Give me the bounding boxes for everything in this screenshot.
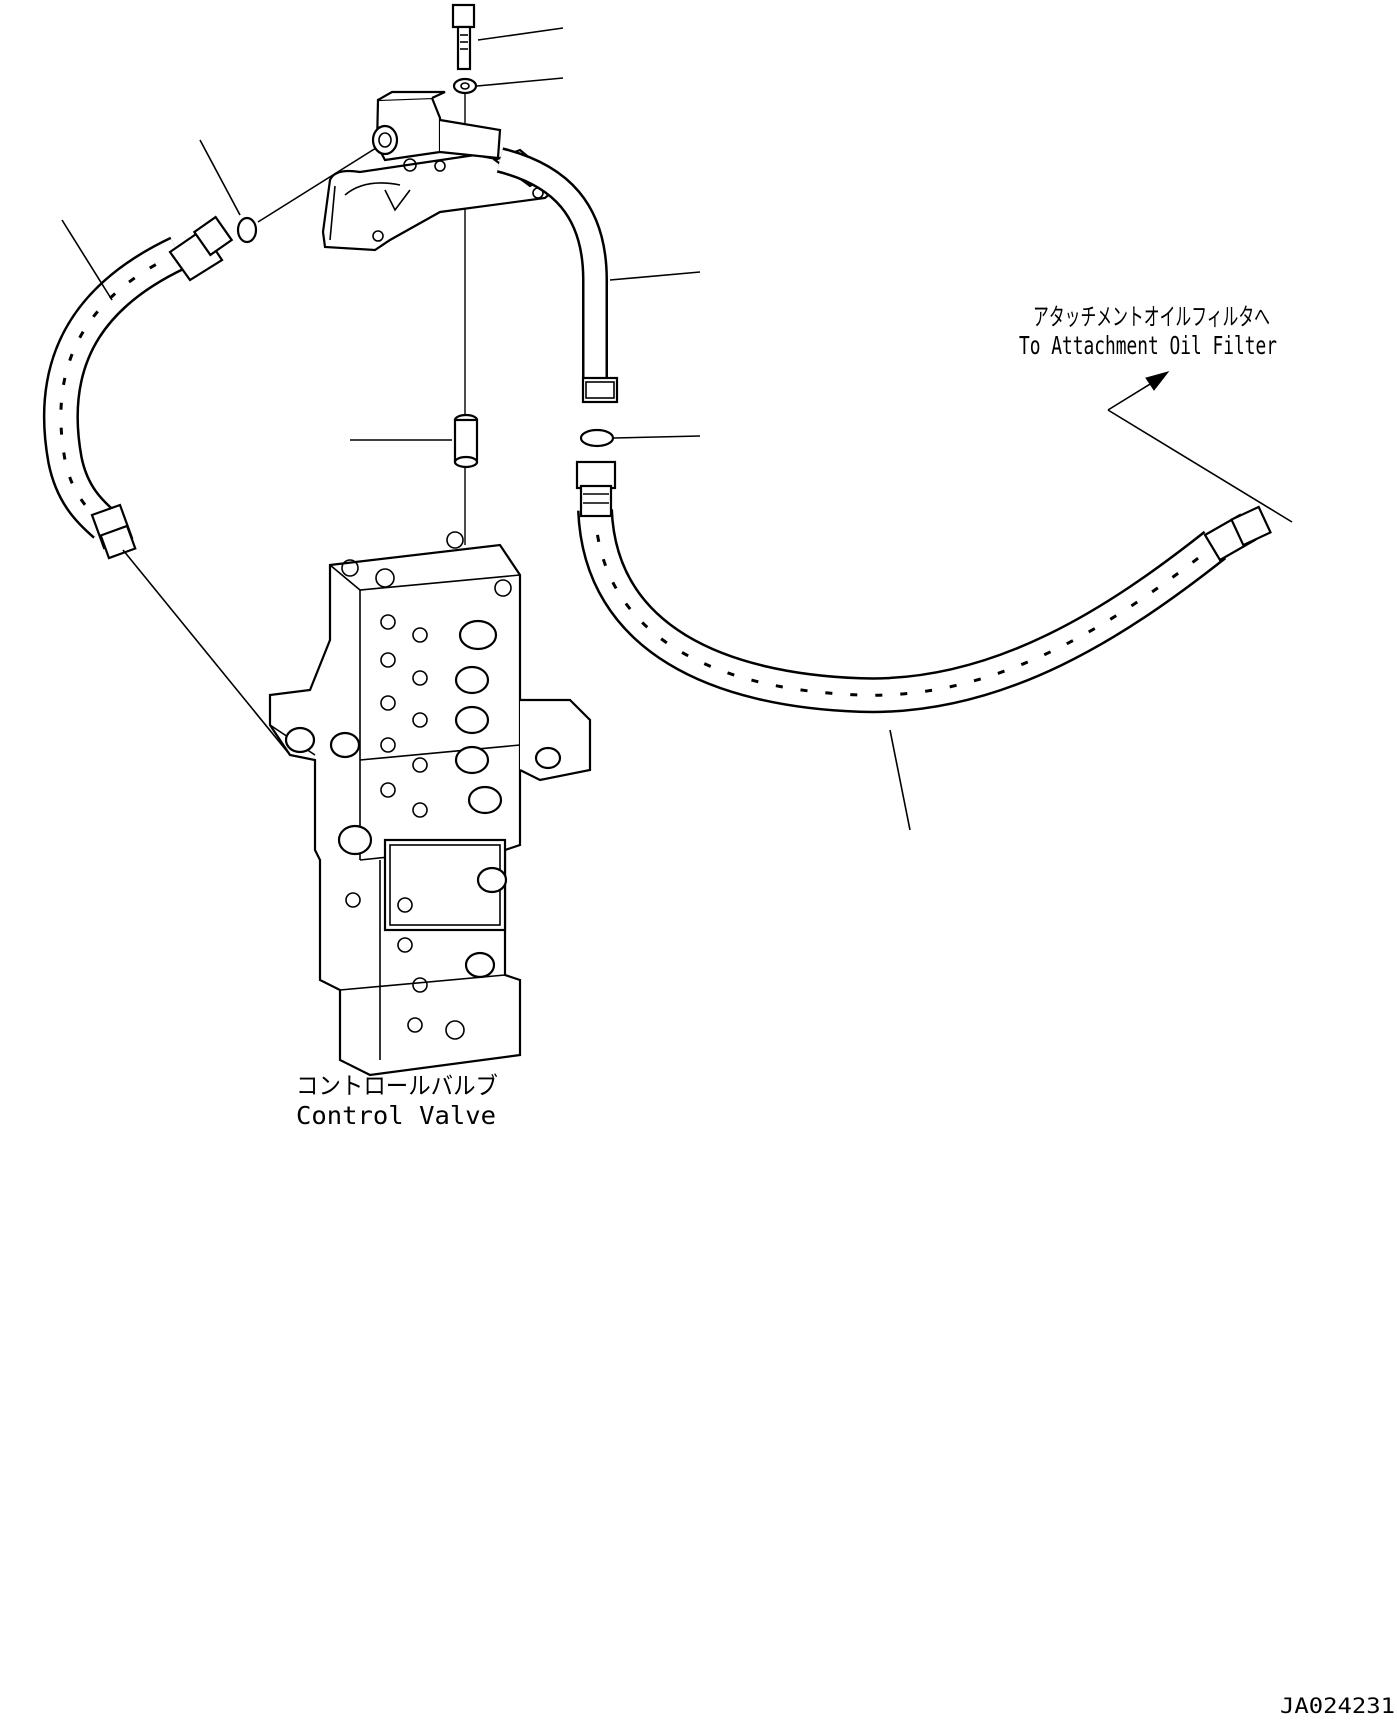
arrow-guide-line — [1107, 409, 1293, 523]
valve-block-icon — [268, 531, 592, 1077]
tube-icon — [496, 147, 619, 404]
washer-icon — [452, 77, 478, 95]
valve-label-jp: コントロールバルブ — [296, 1072, 498, 1100]
leader-line-o-ring-right — [613, 435, 701, 439]
connection-line-hose-valve — [122, 549, 291, 756]
bolt-icon — [451, 3, 476, 71]
hose-icon-right — [575, 460, 1272, 714]
leader-line-tube — [609, 271, 701, 281]
connection-line-left — [257, 147, 377, 223]
arrow-icon — [1107, 371, 1170, 411]
valve-label-en: Control Valve — [296, 1101, 496, 1130]
filter-label-en: To Attachment Oil Filter — [1019, 331, 1277, 360]
o-ring-icon — [236, 216, 258, 244]
leader-line-washer — [476, 77, 564, 87]
collar-icon — [453, 413, 479, 469]
leader-line-bolt — [477, 27, 564, 41]
elbow-fitting — [371, 90, 502, 172]
leader-line-o-ring-left — [199, 139, 241, 216]
leader-line-hose-right — [889, 729, 911, 831]
filter-label-jp: アタッチメントオイルフィルタへ — [1033, 303, 1270, 331]
drawing-code: JA024231 — [1280, 1694, 1395, 1718]
leader-line-hose-left — [61, 219, 113, 301]
o-ring-icon-right — [579, 428, 615, 448]
hose-icon — [42, 215, 234, 560]
